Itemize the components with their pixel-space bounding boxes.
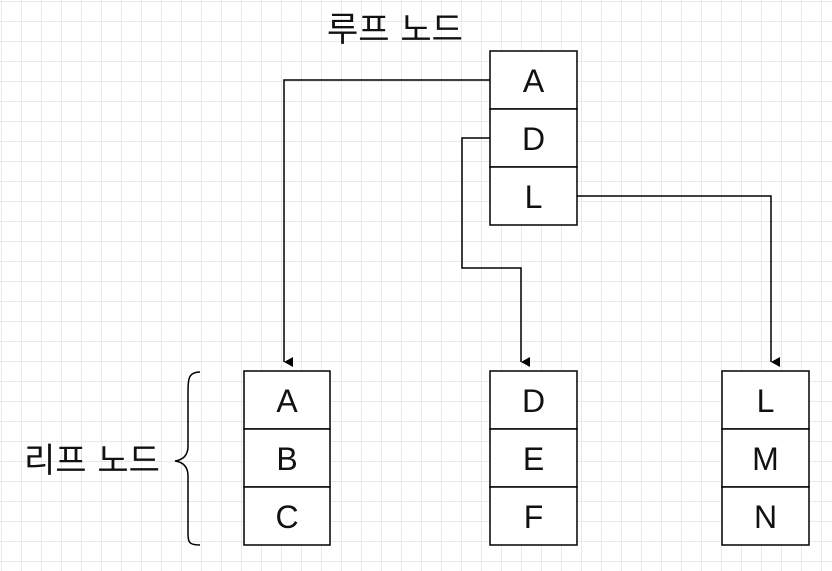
root-node-label: 루프 노드: [327, 10, 463, 50]
leaf-cell: M: [721, 428, 810, 488]
pointer-arrow-d: [461, 137, 530, 367]
root-node: A D L: [489, 50, 578, 226]
leaf-key: E: [523, 441, 544, 477]
leaf-cell: L: [721, 370, 810, 430]
root-key: A: [523, 63, 545, 99]
leaf-key: C: [275, 499, 298, 535]
leaf-brace: [174, 371, 201, 546]
root-cell: D: [489, 108, 578, 168]
root-cell: L: [489, 166, 578, 226]
leaf-cell: B: [243, 428, 331, 488]
leaf-cell: N: [721, 486, 810, 546]
root-key: D: [522, 121, 545, 157]
root-key: L: [525, 179, 543, 215]
leaf-key: N: [754, 499, 777, 535]
leaf-key: M: [752, 441, 779, 477]
leaf-cell: D: [489, 370, 578, 430]
leaf-key: D: [522, 383, 545, 419]
leaf-cell: C: [243, 486, 331, 546]
leaf-cell: A: [243, 370, 331, 430]
pointer-arrow-l: [577, 195, 780, 367]
pointer-arrow-a: [283, 79, 490, 367]
leaf-key: F: [524, 499, 544, 535]
leaf-cell: E: [489, 428, 578, 488]
leaf-key: A: [276, 383, 298, 419]
leaf-node-label: 리프 노드: [24, 441, 160, 481]
leaf-key: B: [276, 441, 297, 477]
root-cell: A: [489, 50, 578, 110]
leaf-node: A B C: [243, 370, 331, 546]
leaf-node: D E F: [489, 370, 578, 546]
leaf-key: L: [757, 383, 775, 419]
leaf-node: L M N: [721, 370, 810, 546]
leaf-cell: F: [489, 486, 578, 546]
